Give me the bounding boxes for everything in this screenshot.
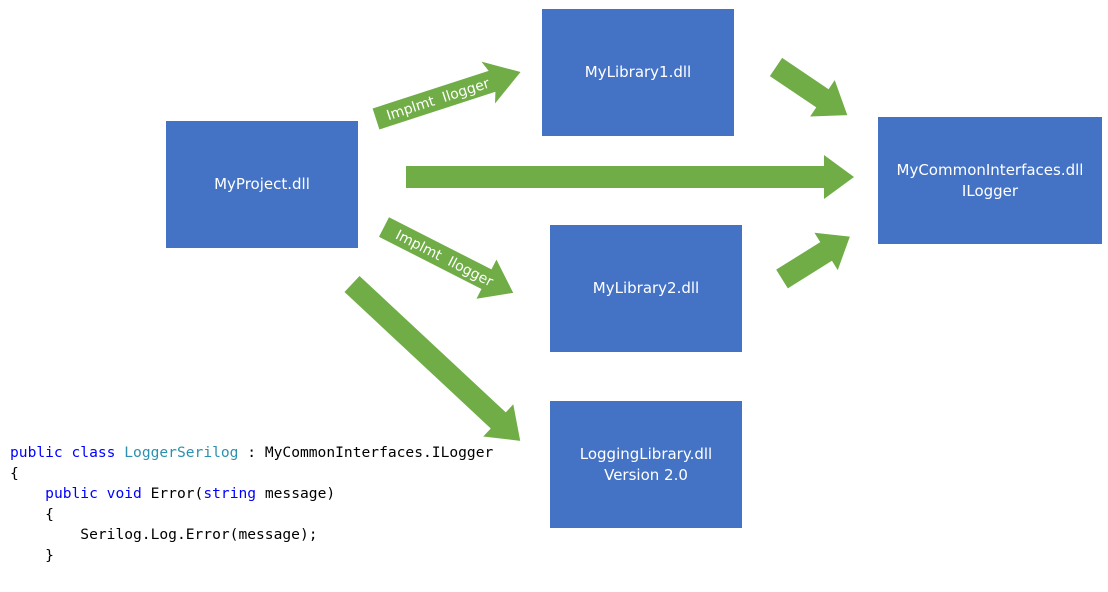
code-line-1: public class LoggerSerilog : MyCommonInt… xyxy=(10,444,493,461)
arrow-project-to-lib1 xyxy=(372,61,521,130)
myproject-label: MyProject.dll xyxy=(214,175,310,193)
logginglibrary-label: LoggingLibrary.dll xyxy=(579,444,713,463)
mylibrary2-label: MyLibrary2.dll xyxy=(592,279,700,297)
arrow-label-implement-ilogger-2: Implmt Ilogger xyxy=(393,227,496,290)
arrow-lib1-to-common xyxy=(769,57,848,117)
code-keyword-public-2: public xyxy=(45,485,98,502)
arrow-lib2-to-common xyxy=(776,232,850,289)
logginglibrary-box: LoggingLibrary.dll Version 2.0 xyxy=(550,401,742,528)
code-snippet: public class LoggerSerilog : MyCommonInt… xyxy=(10,443,493,566)
mylibrary1-box: MyLibrary1.dll xyxy=(542,9,734,136)
mycommoninterfaces-box: MyCommonInterfaces.dll ILogger xyxy=(878,117,1102,244)
code-line-5: Serilog.Log.Error(message); xyxy=(80,526,318,543)
code-line-6: } xyxy=(45,546,54,564)
code-parameter: message) xyxy=(256,485,336,502)
code-class-name: LoggerSerilog xyxy=(124,444,239,461)
code-method-name: Error( xyxy=(141,485,204,502)
mylibrary2-box: MyLibrary2.dll xyxy=(550,225,742,352)
code-keyword-void: void xyxy=(106,485,142,502)
arrow-project-to-logging xyxy=(344,275,521,441)
code-line-4: { xyxy=(45,505,54,523)
code-keyword-class: class xyxy=(71,444,116,461)
code-line-3: public void Error(string message) xyxy=(45,485,335,502)
code-base-interface: : MyCommonInterfaces.ILogger xyxy=(238,444,494,461)
code-keyword-public: public xyxy=(10,444,63,461)
ilogger-label: ILogger xyxy=(961,181,1019,200)
arrow-project-to-lib2 xyxy=(379,217,514,299)
mylibrary1-label: MyLibrary1.dll xyxy=(584,63,692,81)
logginglibrary-version-label: Version 2.0 xyxy=(604,465,688,484)
myproject-box: MyProject.dll xyxy=(166,121,358,248)
arrow-project-to-common xyxy=(406,155,854,199)
code-line-2: { xyxy=(10,464,19,482)
mycommoninterfaces-label: MyCommonInterfaces.dll xyxy=(896,160,1084,179)
code-keyword-string: string xyxy=(203,485,257,502)
